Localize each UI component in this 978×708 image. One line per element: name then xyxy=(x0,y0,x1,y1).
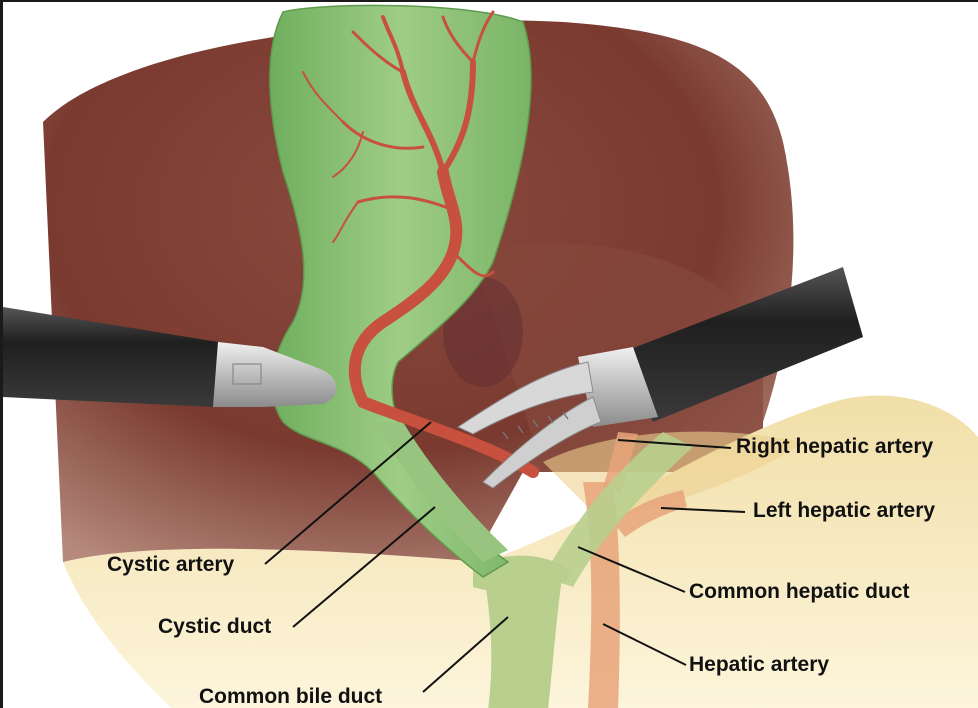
label-left-hepatic-artery: Left hepatic artery xyxy=(753,500,935,521)
label-cystic-duct: Cystic duct xyxy=(158,616,271,637)
label-hepatic-artery: Hepatic artery xyxy=(689,654,829,675)
label-right-hepatic-artery: Right hepatic artery xyxy=(736,436,933,457)
label-cystic-artery: Cystic artery xyxy=(107,554,234,575)
label-common-bile-duct: Common bile duct xyxy=(199,686,382,707)
label-common-hepatic-duct: Common hepatic duct xyxy=(689,581,910,602)
